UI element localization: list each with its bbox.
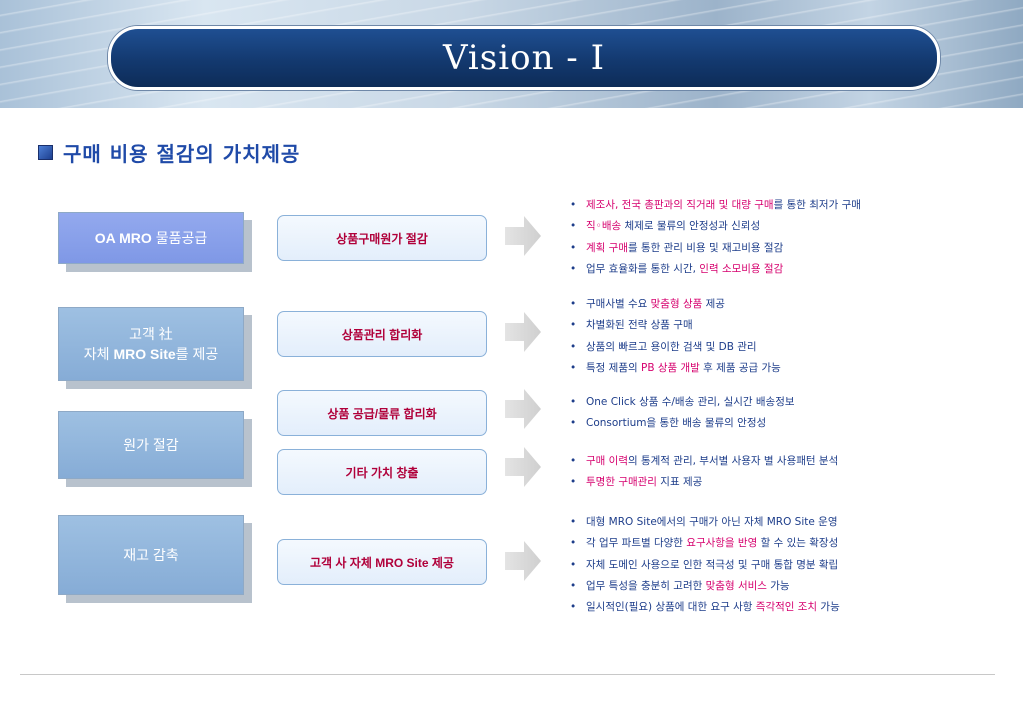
value-box-2: 고객 社 자체 MRO Site를 제공 bbox=[58, 307, 252, 389]
bullet-text: 제공 bbox=[702, 298, 725, 310]
footer-divider bbox=[20, 674, 995, 675]
value-box-label: OA MRO 물품공급 bbox=[58, 212, 244, 264]
bullet-text: 가능 bbox=[817, 601, 840, 614]
bullet-text: 상품의 빠르고 용이한 검색 및 DB 관리 bbox=[586, 340, 757, 353]
highlight-text: PB 상품 개발 bbox=[640, 361, 700, 374]
bullet-text: 자체 도메인 사용으로 인한 적극성 및 구매 통합 명분 확립 bbox=[586, 558, 839, 571]
bullet-text: 각 업무 파트별 다양한 bbox=[586, 537, 687, 550]
page-title: Vision - I bbox=[442, 38, 606, 78]
benefit-box-2: 상품관리 합리화 bbox=[277, 311, 487, 357]
highlight-text: 투명한 구매관리 bbox=[586, 476, 657, 489]
bullet-text: 를 통한 최저가 구매 bbox=[773, 199, 861, 211]
bullet-text: 를 통한 관리 비용 및 재고비용 절감 bbox=[627, 241, 784, 254]
list-item: 일시적인(필요) 상품에 대한 요구 사항 즉각적인 조치 가능 bbox=[568, 597, 840, 619]
right-arrow-icon bbox=[505, 312, 541, 352]
value-box-text: OA MRO bbox=[94, 230, 152, 246]
bullet-text: 차별화된 전략 상품 구매 bbox=[586, 319, 693, 332]
value-box-4: 재고 감축 bbox=[58, 515, 252, 603]
benefit-box-3: 상품 공급/물류 합리화 bbox=[277, 390, 487, 436]
value-box-text: 를 제공 bbox=[175, 346, 219, 362]
header-banner: Vision - I bbox=[0, 0, 1023, 108]
bullet-text: 특정 제품의 bbox=[586, 361, 641, 374]
value-box-text: 재고 감축 bbox=[123, 547, 179, 563]
list-item: 업무 효율화를 통한 시간, 인력 소모비용 절감 bbox=[568, 259, 861, 281]
highlight-text: 계획 구매 bbox=[586, 241, 628, 254]
highlight-text: 제조사, 전국 총판과의 직거래 및 대량 구매 bbox=[586, 199, 774, 211]
list-item: 상품의 빠르고 용이한 검색 및 DB 관리 bbox=[568, 337, 781, 359]
list-item: 차별화된 전략 상품 구매 bbox=[568, 315, 781, 337]
title-bar: Vision - I bbox=[108, 26, 940, 90]
value-box-text: 원가 절감 bbox=[123, 437, 179, 453]
bullet-text: 구매사별 수요 bbox=[586, 298, 651, 310]
list-item: 특정 제품의 PB 상품 개발 후 제품 공급 가능 bbox=[568, 358, 781, 380]
square-bullet-icon bbox=[38, 144, 53, 160]
bullet-list-5: 대형 MRO Site에서의 구매가 아닌 자체 MRO Site 운영각 업무… bbox=[568, 512, 840, 619]
bullet-text: 업무 특성을 충분히 고려한 bbox=[586, 579, 706, 592]
bullet-list-3: One Click 상품 수/배송 관리, 실시간 배송정보 Consortium… bbox=[568, 392, 795, 435]
highlight-text: 인력 소모비용 절감 bbox=[699, 262, 784, 275]
value-box-1: OA MRO 물품공급 bbox=[58, 212, 252, 272]
benefit-box-4: 기타 가치 창출 bbox=[277, 449, 487, 495]
bullet-list-4: 구매 이력의 통계적 관리, 부서별 사용자 별 사용패턴 분석투명한 구매관리… bbox=[568, 451, 838, 494]
list-item: 각 업무 파트별 다양한 요구사항을 반영 할 수 있는 확장성 bbox=[568, 533, 840, 555]
bullet-text: 가능 bbox=[766, 579, 790, 592]
highlight-text: 구매 이력 bbox=[586, 455, 628, 467]
bullet-text: 일시적인(필요) 상품에 대한 요구 사항 bbox=[586, 601, 756, 614]
list-item: 투명한 구매관리 지표 제공 bbox=[568, 472, 838, 494]
benefit-box-1: 상품구매원가 절감 bbox=[277, 215, 487, 261]
right-arrow-icon bbox=[505, 216, 541, 256]
value-box-text: 자체 bbox=[83, 346, 114, 362]
list-item: One Click 상품 수/배송 관리, 실시간 배송정보 bbox=[568, 392, 795, 414]
list-item: 대형 MRO Site에서의 구매가 아닌 자체 MRO Site 운영 bbox=[568, 512, 840, 534]
value-box-text: MRO Site bbox=[113, 346, 176, 362]
highlight-text: 요구사항을 반영 bbox=[686, 537, 758, 550]
bullet-text: 업무 효율화를 통한 시간, bbox=[586, 262, 700, 275]
bullet-text: 의 통계적 관리, 부서별 사용자 별 사용패턴 분석 bbox=[627, 455, 839, 467]
right-arrow-icon bbox=[505, 447, 541, 487]
list-item: 제조사, 전국 총판과의 직거래 및 대량 구매를 통한 최저가 구매 bbox=[568, 195, 861, 217]
value-box-text: 물품공급 bbox=[151, 230, 208, 246]
highlight-text: 즉각적인 조치 bbox=[755, 601, 818, 614]
right-arrow-icon bbox=[505, 541, 541, 581]
list-item: 업무 특성을 충분히 고려한 맞춤형 서비스 가능 bbox=[568, 576, 840, 598]
section-heading: 구매 비용 절감의 가치제공 bbox=[38, 138, 300, 166]
section-heading-text: 구매 비용 절감의 가치제공 bbox=[63, 141, 301, 166]
bullet-text: 대형 MRO Site에서의 구매가 아닌 자체 MRO Site 운영 bbox=[586, 516, 838, 528]
value-box-label: 원가 절감 bbox=[58, 411, 244, 479]
value-box-3: 원가 절감 bbox=[58, 411, 252, 487]
right-arrow-icon bbox=[505, 389, 541, 429]
bullet-list-2: 구매사별 수요 맞춤형 상품 제공차별화된 전략 상품 구매상품의 빠르고 용이… bbox=[568, 294, 781, 379]
benefit-box-5: 고객 사 자체 MRO Site 제공 bbox=[277, 539, 487, 585]
value-box-label: 재고 감축 bbox=[58, 515, 244, 595]
bullet-text: 지표 제공 bbox=[656, 476, 703, 489]
bullet-text: Consortium을 통한 배송 물류의 안정성 bbox=[586, 417, 767, 430]
highlight-text: 직◦배송 bbox=[586, 220, 622, 233]
bullet-text: 할 수 있는 확장성 bbox=[757, 537, 839, 550]
bullet-list-1: 제조사, 전국 총판과의 직거래 및 대량 구매를 통한 최저가 구매직◦배송 … bbox=[568, 195, 861, 280]
highlight-text: 맞춤형 상품 bbox=[650, 298, 703, 310]
list-item: 구매사별 수요 맞춤형 상품 제공 bbox=[568, 294, 781, 316]
value-box-label: 고객 社 자체 MRO Site를 제공 bbox=[58, 307, 244, 381]
list-item: Consortium을 통한 배송 물류의 안정성 bbox=[568, 413, 795, 435]
list-item: 자체 도메인 사용으로 인한 적극성 및 구매 통합 명분 확립 bbox=[568, 555, 840, 577]
list-item: 직◦배송 체제로 물류의 안정성과 신뢰성 bbox=[568, 216, 861, 238]
list-item: 계획 구매를 통한 관리 비용 및 재고비용 절감 bbox=[568, 238, 861, 260]
bullet-text: One Click 상품 수/배송 관리, 실시간 배송정보 bbox=[586, 396, 795, 408]
highlight-text: 맞춤형 서비스 bbox=[705, 579, 767, 592]
bullet-text: 후 제품 공급 가능 bbox=[699, 361, 781, 374]
value-box-text: 고객 社 bbox=[129, 326, 173, 342]
bullet-text: 체제로 물류의 안정성과 신뢰성 bbox=[621, 220, 761, 233]
list-item: 구매 이력의 통계적 관리, 부서별 사용자 별 사용패턴 분석 bbox=[568, 451, 839, 473]
